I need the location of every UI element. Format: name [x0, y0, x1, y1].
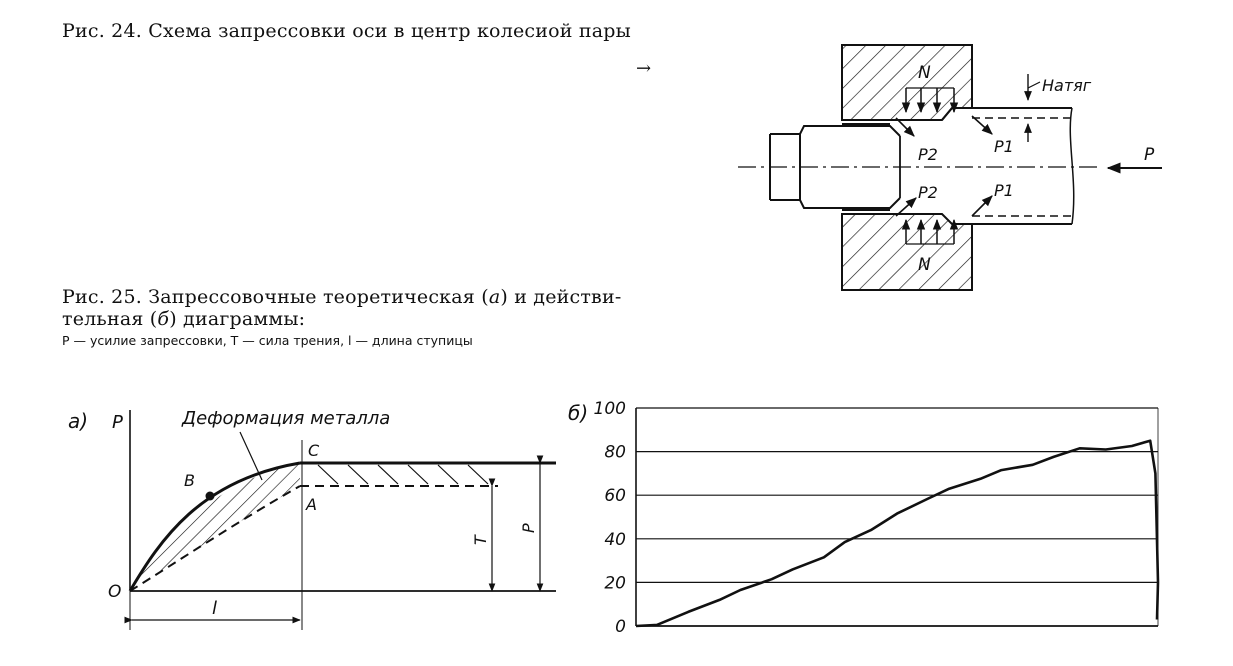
ytick-label-0: 0	[615, 617, 626, 637]
fig25-caption-line2: тельная (б) диаграммы:	[62, 308, 306, 330]
annotation-deformation: Деформация металла	[181, 408, 390, 429]
series-line	[635, 439, 1160, 628]
dim-label-T: T	[471, 534, 490, 545]
label-point-C: C	[308, 441, 320, 460]
dim-label-P: P	[519, 523, 538, 533]
label-point-A: A	[305, 495, 317, 514]
point-B-dot	[205, 491, 215, 501]
label-point-B: B	[184, 471, 195, 490]
label-N-bottom: N	[918, 255, 931, 275]
panel-label-b: б)	[568, 401, 588, 425]
fig25-legend: P — усилие запрессовки, T — сила трения,…	[62, 333, 473, 348]
label-P2-top: P2	[918, 145, 938, 164]
fig25-caption: Рис. 25. Запрессовочные теоретическая (a…	[62, 286, 621, 330]
label-natyag: Натяг	[1042, 76, 1092, 95]
axle-outline	[770, 125, 901, 137]
dim-label-l: l	[212, 598, 217, 619]
ytick-label-80: 80	[604, 443, 626, 463]
fig24-caption: Рис. 24. Схема запрессовки оси в центр к…	[62, 20, 631, 42]
ytick-label-100: 100	[594, 399, 626, 419]
label-P-force: P	[1144, 145, 1155, 165]
label-P2-bottom: P2	[918, 183, 938, 202]
fig25-caption-line1: Рис. 25. Запрессовочные теоретическая (a…	[62, 286, 622, 308]
label-N-top: N	[918, 63, 931, 83]
curve-OBC	[128, 461, 301, 592]
label-P1-top: P1	[994, 137, 1014, 156]
ytick-label-40: 40	[604, 530, 626, 550]
label-origin: O	[108, 582, 121, 602]
axis-label-P: P	[112, 412, 123, 433]
label-P1-bottom: P1	[994, 181, 1014, 200]
hub-top	[841, 44, 973, 121]
ytick-label-20: 20	[604, 573, 626, 593]
hub-bottom	[841, 213, 973, 291]
ytick-label-60: 60	[604, 486, 626, 506]
panel-label-a: a)	[68, 409, 88, 433]
fig24-arrow: →	[636, 58, 652, 79]
